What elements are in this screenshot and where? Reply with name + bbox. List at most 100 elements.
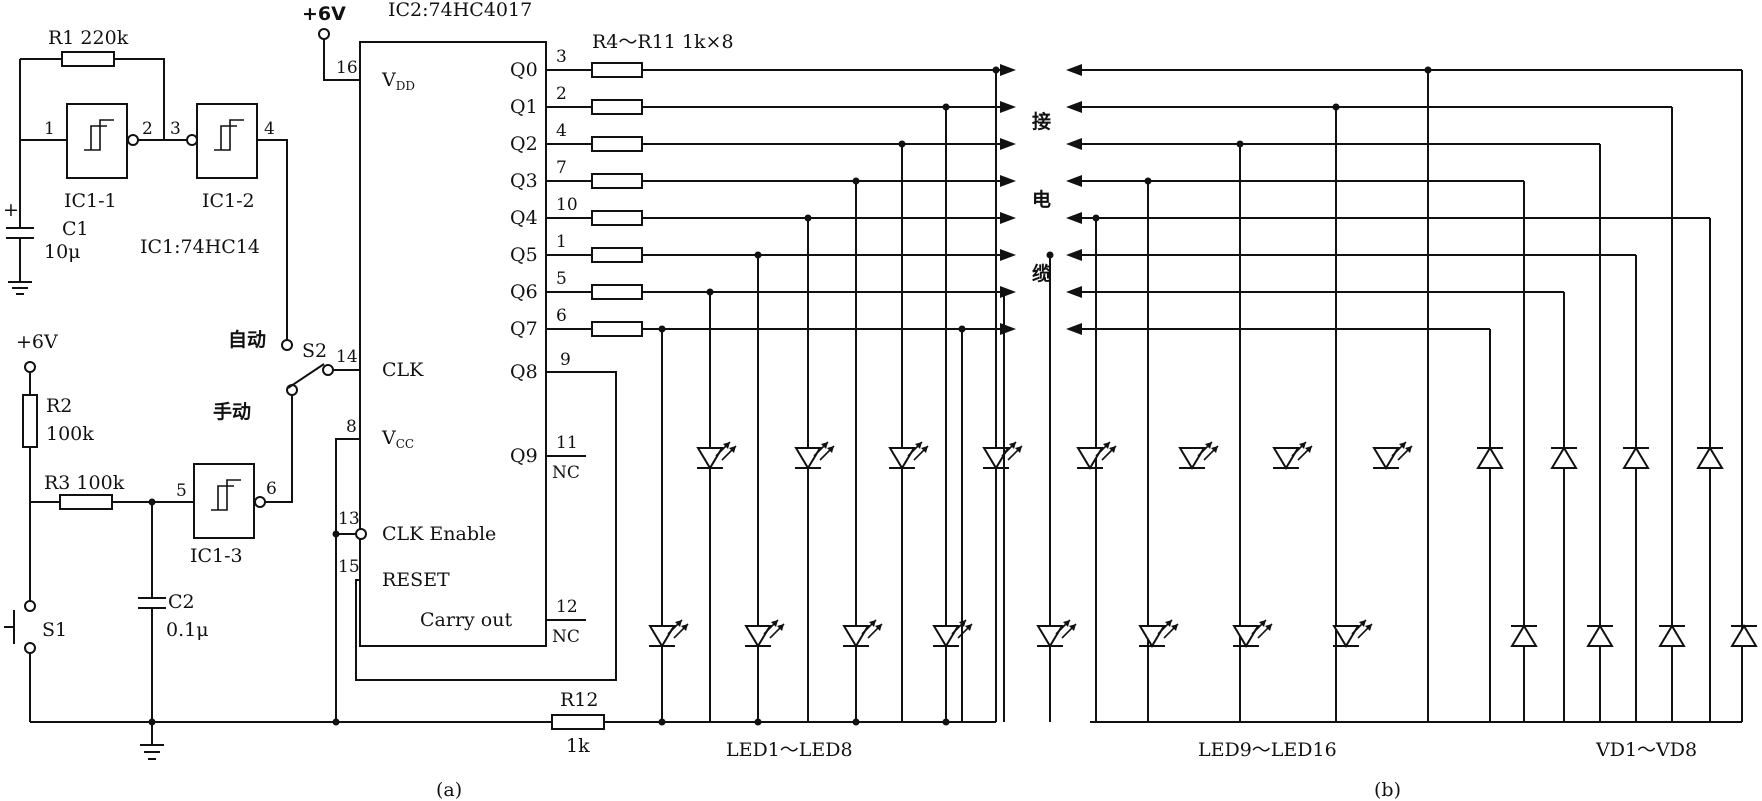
svg-text:Carry out: Carry out — [420, 609, 512, 631]
label-led-group-b: LED9～LED16 — [1198, 739, 1337, 761]
pin-number: 1 — [556, 232, 567, 252]
label-r1: R1 220k — [48, 27, 129, 49]
junction-dot — [658, 718, 666, 726]
output-row-q0: Q03 — [510, 47, 1016, 81]
pin-number: 3 — [556, 47, 567, 67]
label-ic2: IC2:74HC4017 — [388, 0, 532, 21]
led-b-upper-4 — [1372, 441, 1413, 470]
schmitt-symbol-1 — [84, 119, 114, 151]
label-ic1-2: IC1-2 — [202, 190, 255, 212]
output-resistor — [591, 173, 643, 189]
output-row-q1: Q12 — [510, 84, 1016, 118]
light-arrow — [1299, 442, 1306, 449]
output-resistor — [591, 247, 643, 263]
pin-number: 4 — [556, 121, 567, 141]
pin-name-q5: Q5 — [510, 244, 538, 266]
pin-name-q4: Q4 — [510, 207, 538, 229]
svg-text:R3 100k: R3 100k — [44, 472, 125, 494]
svg-text:4: 4 — [264, 119, 275, 139]
svg-text:+: + — [3, 199, 19, 221]
arrow-right — [1000, 249, 1016, 261]
label-auto: 自动 — [228, 328, 266, 351]
switch-s2-auto-contact[interactable] — [281, 339, 293, 351]
diode-triangle — [1696, 446, 1724, 469]
svg-text:3: 3 — [170, 119, 181, 139]
pin-name-q2: Q2 — [510, 133, 538, 155]
led-b-upper-1 — [1076, 441, 1117, 470]
svg-text:12: 12 — [556, 597, 578, 617]
diode-upper-2 — [1550, 446, 1578, 469]
pin-name-q1: Q1 — [510, 96, 538, 118]
cable-char-2: 电 — [1032, 188, 1051, 211]
light-arrow — [771, 620, 778, 627]
output-resistor — [591, 136, 643, 152]
gate-ic1-3 — [193, 463, 255, 539]
light-arrow — [1015, 446, 1022, 453]
diode-triangle — [1658, 624, 1686, 647]
svg-text:R12: R12 — [560, 689, 598, 711]
led-b-upper-3 — [1272, 441, 1313, 470]
led-a-upper-4 — [982, 441, 1023, 470]
svg-text:0.1μ: 0.1μ — [166, 619, 209, 641]
diode-triangle — [1730, 624, 1758, 647]
light-arrow — [729, 446, 736, 453]
junction-dot — [852, 718, 860, 726]
arrow-right — [1000, 138, 1016, 150]
light-arrow — [1405, 446, 1412, 453]
svg-text:15: 15 — [338, 557, 360, 577]
cable-label: 接 电 缆 — [1032, 111, 1051, 285]
arrow-left — [1066, 323, 1082, 335]
ic2-body — [359, 41, 547, 647]
diode-triangle — [1332, 625, 1360, 648]
svg-text:Q8: Q8 — [510, 361, 538, 383]
junction-dot — [754, 718, 762, 726]
junction-dot — [706, 288, 714, 296]
light-arrow — [1359, 620, 1366, 627]
pin-name-q3: Q3 — [510, 170, 538, 192]
arrow-right — [1000, 323, 1016, 335]
light-arrow — [1265, 624, 1272, 631]
light-arrow — [821, 442, 828, 449]
output-resistor — [591, 321, 643, 337]
label-c1-value: 10μ — [44, 241, 81, 263]
diode-triangle — [1076, 447, 1104, 470]
output-row-q2: Q2 4 — [510, 121, 1016, 155]
svg-text:Q9: Q9 — [510, 445, 538, 467]
svg-text:+6V: +6V — [302, 3, 346, 25]
led-a-lower-2 — [744, 619, 785, 648]
gate-ic1-2 — [196, 103, 258, 179]
svg-text:C2: C2 — [168, 591, 195, 613]
gate-ic1-1 — [66, 103, 128, 179]
light-arrow — [1063, 620, 1070, 627]
panel-label-b: (b) — [1374, 779, 1401, 801]
diode-triangle — [932, 625, 960, 648]
light-arrow — [681, 624, 688, 631]
resistor-r2 — [22, 394, 38, 448]
led-a-upper-1 — [696, 441, 737, 470]
junction-dot — [804, 214, 812, 222]
svg-text:1: 1 — [44, 119, 55, 139]
arrow-right — [1000, 101, 1016, 113]
led-b-lower-1 — [1036, 619, 1077, 648]
diode-triangle — [648, 625, 676, 648]
switch-s2-common[interactable] — [322, 364, 334, 376]
resistor-r12 — [551, 714, 605, 730]
diode-triangle — [1510, 624, 1538, 647]
resistor-r3 — [59, 494, 113, 510]
svg-text:11: 11 — [556, 433, 578, 453]
junction-dot — [852, 177, 860, 185]
switch-s1-bottom[interactable] — [24, 642, 36, 654]
light-arrow — [777, 624, 784, 631]
led-a-upper-3 — [888, 441, 929, 470]
label-ic1-3: IC1-3 — [190, 545, 243, 567]
junction-dot — [942, 103, 950, 111]
label-ic1-1: IC1-1 — [64, 190, 117, 212]
arrow-left — [1066, 101, 1082, 113]
led-array-b-and-diodes — [958, 64, 1758, 723]
label-diode-group: VD1～VD8 — [1595, 739, 1697, 761]
oscillator-section: R1 220k 1 2 3 IC1-1 4 IC1-2 IC1:74HC14 +… — [3, 27, 288, 340]
switch-s1-top[interactable] — [24, 600, 36, 612]
diode-upper-3 — [1622, 446, 1650, 469]
